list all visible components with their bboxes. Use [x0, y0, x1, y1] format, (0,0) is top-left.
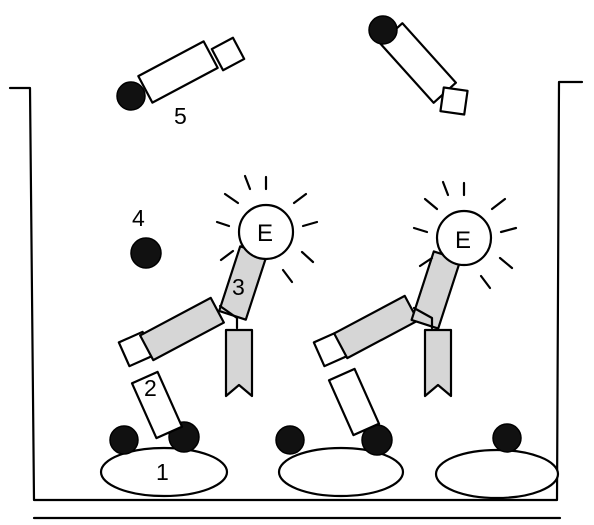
bound-ligand-c	[275, 425, 305, 455]
label-3: 3	[232, 274, 245, 300]
enzyme-right	[412, 180, 518, 290]
label-5: 5	[174, 103, 187, 129]
free-ligand-4	[130, 237, 162, 269]
antibody-complex-left	[117, 245, 268, 440]
bound-ligand-a	[109, 425, 139, 455]
coated-antigen-1	[99, 446, 229, 498]
coated-antigen-2	[277, 446, 405, 498]
bound-ligand-e	[492, 423, 522, 453]
label-4: 4	[132, 205, 145, 231]
enzyme-left	[215, 174, 319, 284]
free-antibody-top-right	[368, 15, 469, 116]
enzyme-label-left: E	[257, 220, 273, 247]
enzyme-label-right: E	[455, 227, 471, 254]
well-container	[8, 80, 584, 502]
label-1: 1	[156, 459, 169, 485]
label-2: 2	[144, 375, 157, 401]
coated-antigen-3	[434, 448, 560, 500]
free-antibody-5	[116, 36, 246, 111]
antibody-complex-right	[312, 250, 462, 437]
